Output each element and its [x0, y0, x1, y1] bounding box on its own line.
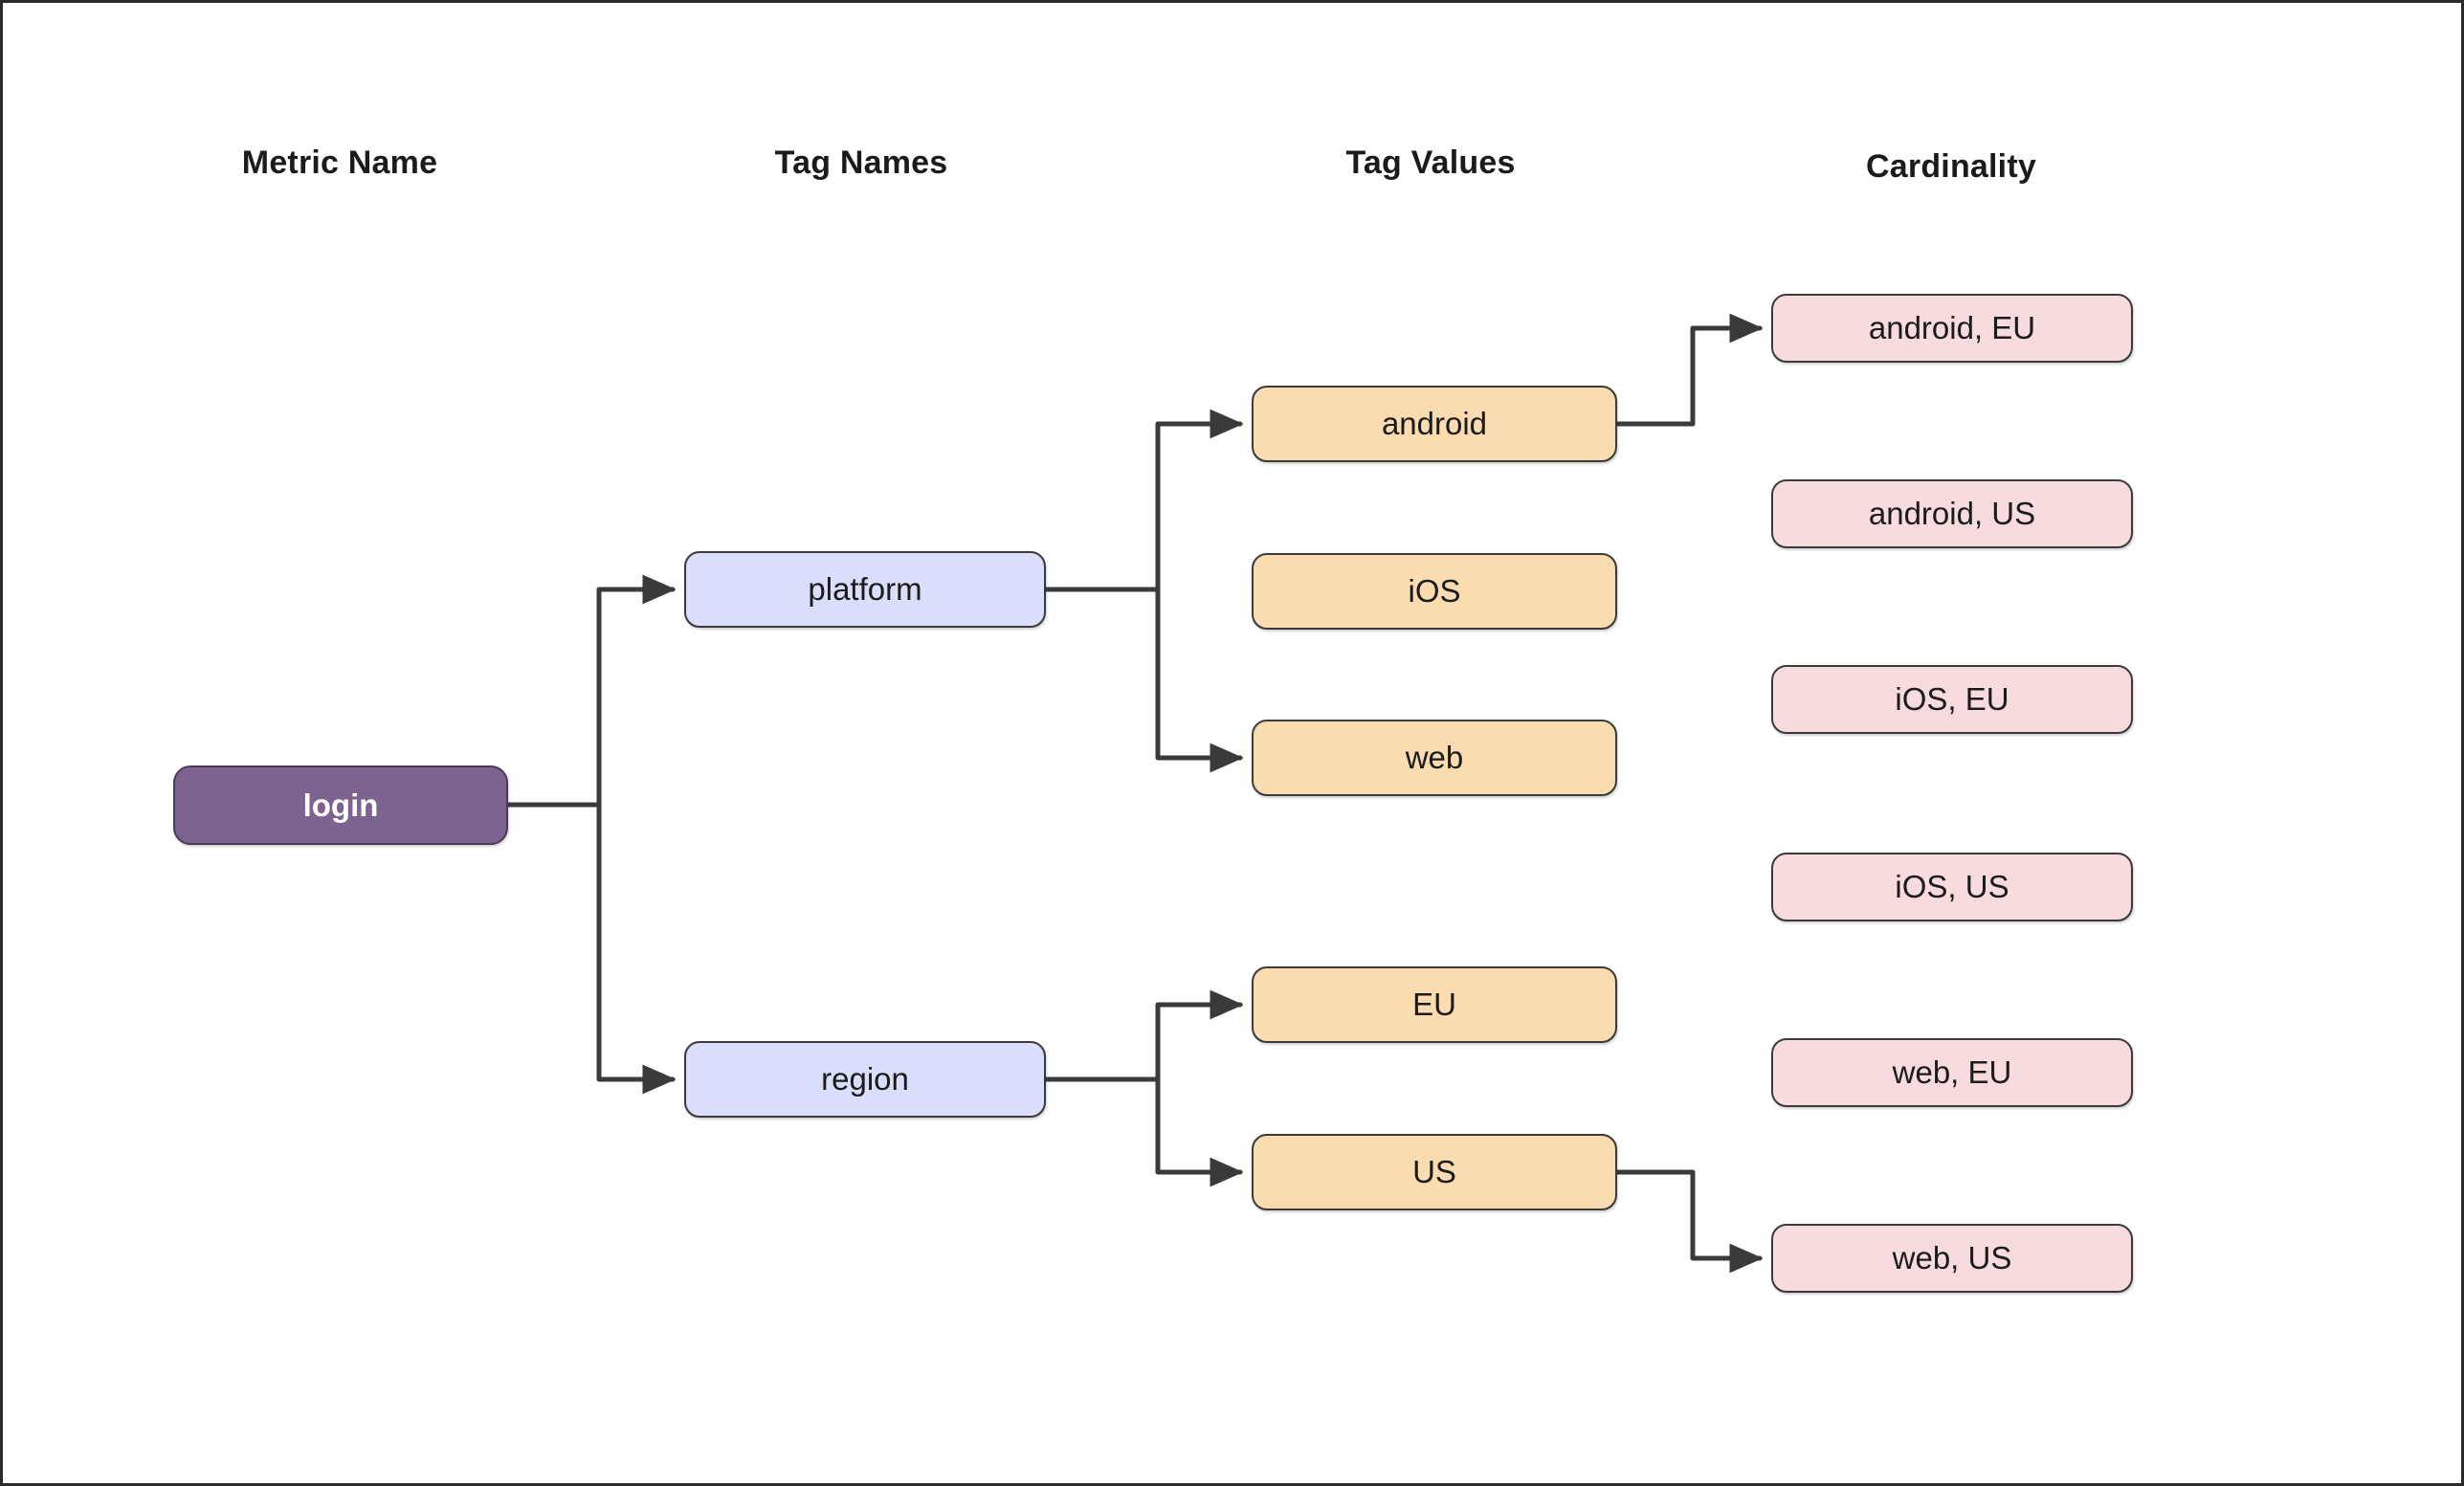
edge-android-to-android-eu [1614, 313, 1764, 427]
edge-platform-to-android [1155, 409, 1244, 592]
column-header-tag-values: Tag Values [1345, 144, 1516, 181]
node-android[interactable]: android [1252, 386, 1617, 462]
node-us[interactable]: US [1252, 1134, 1617, 1210]
edge-region-to-us [1155, 1076, 1244, 1187]
node-region[interactable]: region [684, 1041, 1046, 1118]
column-header-tag-names: Tag Names [774, 144, 948, 181]
edge-region-to-eu [1155, 989, 1244, 1082]
node-ios-eu[interactable]: iOS, EU [1771, 665, 2133, 734]
edge-login-to-region [596, 802, 677, 1095]
column-header-cardinality: Cardinality [1866, 148, 2036, 185]
node-platform[interactable]: platform [684, 551, 1046, 628]
edge-platform-to-web [1155, 587, 1244, 773]
edge-us-to-web-us [1614, 1169, 1764, 1274]
node-web[interactable]: web [1252, 720, 1617, 796]
column-header-metric-name: Metric Name [241, 144, 438, 181]
node-login[interactable]: login [173, 765, 508, 845]
node-ios[interactable]: iOS [1252, 553, 1617, 630]
node-android-us[interactable]: android, US [1771, 479, 2133, 548]
node-web-eu[interactable]: web, EU [1771, 1038, 2133, 1107]
edge-login-to-platform [596, 574, 677, 808]
node-eu[interactable]: EU [1252, 966, 1617, 1043]
node-android-eu[interactable]: android, EU [1771, 294, 2133, 363]
node-web-us[interactable]: web, US [1771, 1224, 2133, 1293]
node-ios-us[interactable]: iOS, US [1771, 853, 2133, 921]
